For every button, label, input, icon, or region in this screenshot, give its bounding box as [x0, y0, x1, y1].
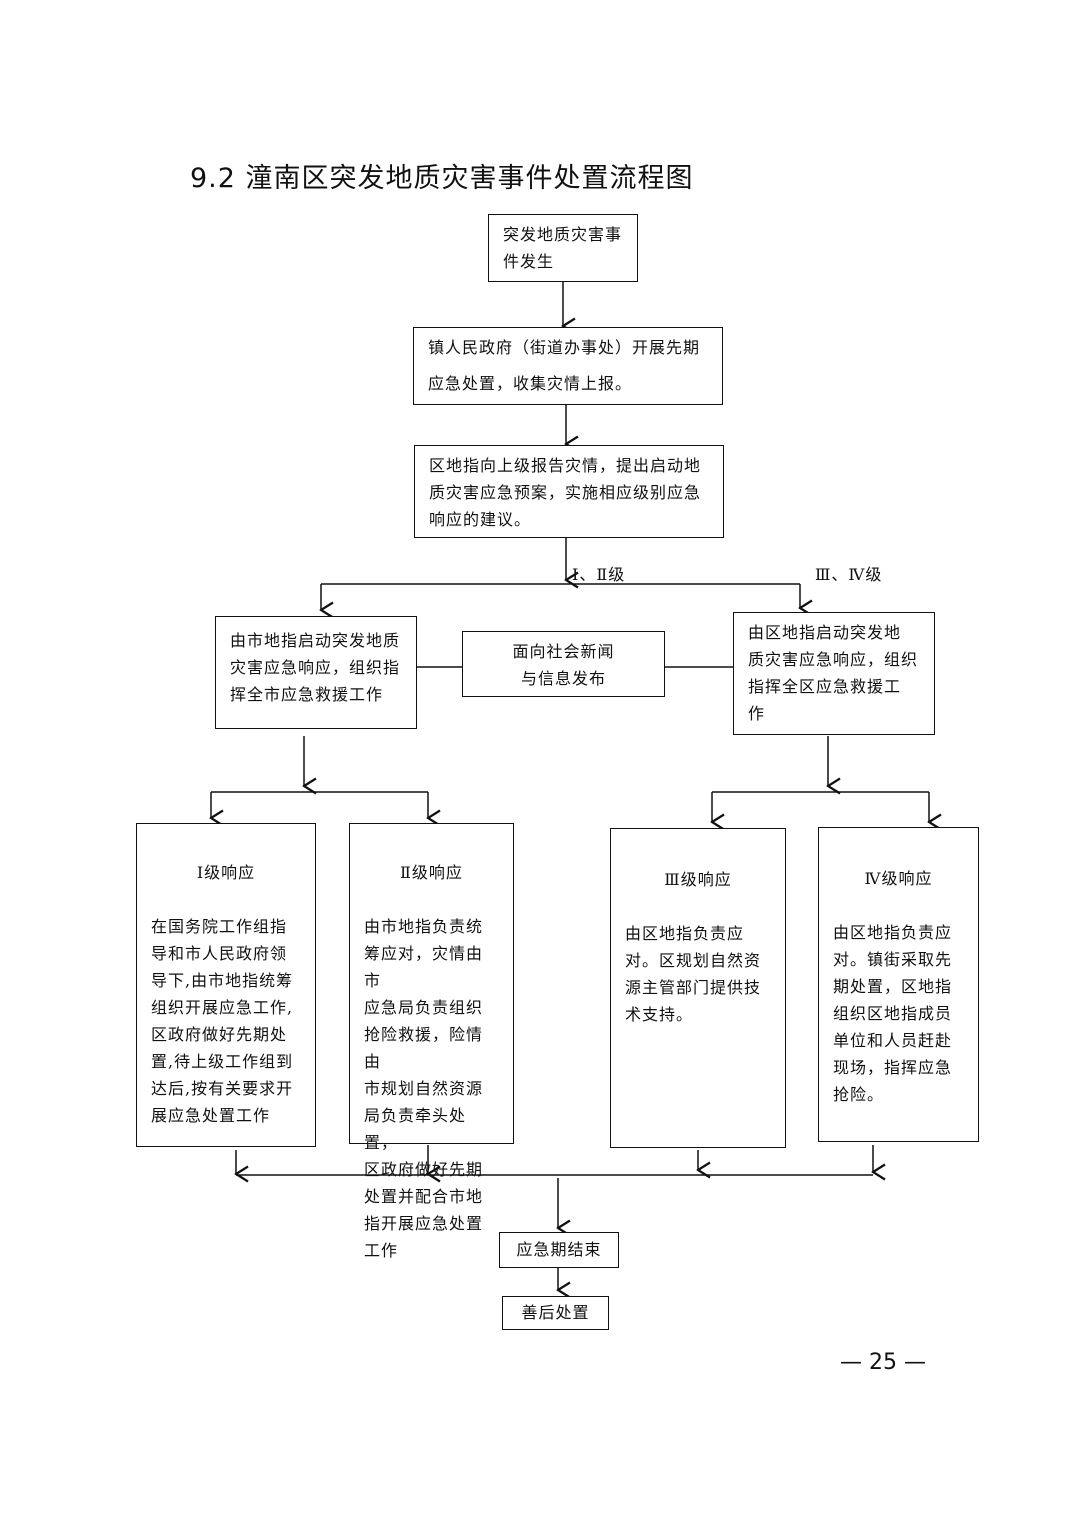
node-aftermath: 善后处置: [502, 1296, 609, 1330]
level3-heading: Ⅲ级响应: [664, 870, 732, 889]
level1-heading: Ⅰ级响应: [196, 863, 256, 882]
level1-body: 在国务院工作组指 导和市人民政府领 导下,由市地指统筹 组织开展应急工作, 区政…: [151, 917, 294, 1125]
node-town: 镇人民政府（街道办事处）开展先期 应急处置，收集灾情上报。: [413, 327, 723, 405]
level2-body: 由市地指负责统 筹应对，灾情由市 应急局负责组织 抢险救援，险情由 市规划自然资…: [364, 917, 484, 1260]
node-news: 面向社会新闻 与信息发布: [462, 631, 665, 697]
page-number: — 25 —: [840, 1350, 926, 1375]
branch-label-right: Ⅲ、Ⅳ级: [815, 565, 883, 584]
node-level1: Ⅰ级响应 在国务院工作组指 导和市人民政府领 导下,由市地指统筹 组织开展应急工…: [136, 823, 316, 1147]
node-city-response: 由市地指启动突发地质 灾害应急响应，组织指 挥全市应急救援工作: [215, 616, 417, 729]
node-start: 突发地质灾害事 件发生: [488, 214, 638, 282]
branch-label-left: Ⅰ、Ⅱ级: [572, 565, 626, 584]
page-title: 9.2 潼南区突发地质灾害事件处置流程图: [190, 163, 694, 194]
node-level2: Ⅱ级响应 由市地指负责统 筹应对，灾情由市 应急局负责组织 抢险救援，险情由 市…: [349, 823, 514, 1260]
node-district-report: 区地指向上级报告灾情，提出启动地 质灾害应急预案，实施相应级别应急 响应的建议。: [414, 445, 724, 538]
level3-body: 由区地指负责应 对。区规划自然资 源主管部门提供技 术支持。: [625, 924, 762, 1024]
node-level3: Ⅲ级响应 由区地指负责应 对。区规划自然资 源主管部门提供技 术支持。: [610, 828, 786, 1148]
node-end: 应急期结束: [499, 1232, 619, 1268]
node-district-response: 由区地指启动突发地 质灾害应急响应，组织 指挥全区应急救援工 作: [733, 612, 935, 735]
level2-heading: Ⅱ级响应: [400, 863, 463, 882]
level4-body: 由区地指负责应 对。镇街采取先 期处置，区地指 组织区地指成员 单位和人员赶赴 …: [833, 923, 953, 1104]
node-level4: Ⅳ级响应 由区地指负责应 对。镇街采取先 期处置，区地指 组织区地指成员 单位和…: [818, 827, 979, 1142]
level4-heading: Ⅳ级响应: [864, 869, 933, 888]
